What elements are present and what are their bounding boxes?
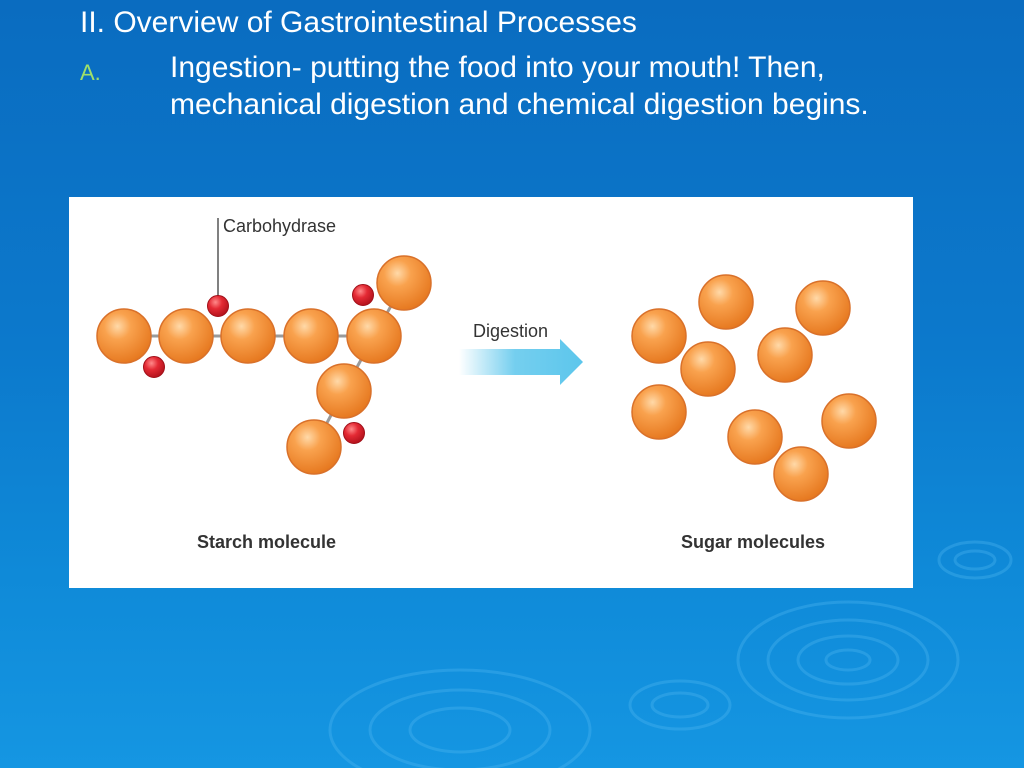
starch-molecule-label: Starch molecule: [197, 532, 337, 552]
starch-bonds: [124, 282, 406, 448]
water-molecule: [343, 422, 365, 444]
water-molecule: [352, 284, 374, 306]
glucose-unit: [158, 308, 214, 364]
water-molecule: [143, 356, 165, 378]
bullet-marker: A.: [80, 60, 101, 85]
water-molecule: [207, 295, 229, 317]
starch-molecule: [96, 255, 432, 475]
sugar-molecule: [631, 308, 687, 364]
digestion-label: Digestion: [473, 321, 549, 341]
glucose-unit: [376, 255, 432, 311]
glucose-unit: [316, 363, 372, 419]
sugar-molecules: [631, 274, 877, 502]
glucose-unit: [346, 308, 402, 364]
sugar-molecule: [698, 274, 754, 330]
bullet-text: Ingestion- putting the food into your mo…: [170, 51, 869, 121]
sugar-molecule: [680, 341, 736, 397]
sugar-molecule: [821, 393, 877, 449]
glucose-unit: [96, 308, 152, 364]
sugar-molecule: [727, 409, 783, 465]
sugar-molecules-label: Sugar molecules: [681, 532, 826, 552]
sugar-molecule: [631, 384, 687, 440]
glucose-unit: [220, 308, 276, 364]
digestion-figure: Carbohydrase Digestion Starch molecule S…: [69, 197, 913, 588]
carbohydrase-label: Carbohydrase: [223, 216, 337, 236]
glucose-unit: [283, 308, 339, 364]
sugar-molecule: [795, 280, 851, 336]
sugar-molecule: [757, 327, 813, 383]
digestion-diagram: [96, 218, 877, 502]
glucose-unit: [286, 419, 342, 475]
water-molecules: [143, 284, 374, 444]
sugar-molecule: [773, 446, 829, 502]
digestion-arrow: [459, 339, 583, 385]
slide-title: II. Overview of Gastrointestinal Process…: [80, 6, 637, 39]
